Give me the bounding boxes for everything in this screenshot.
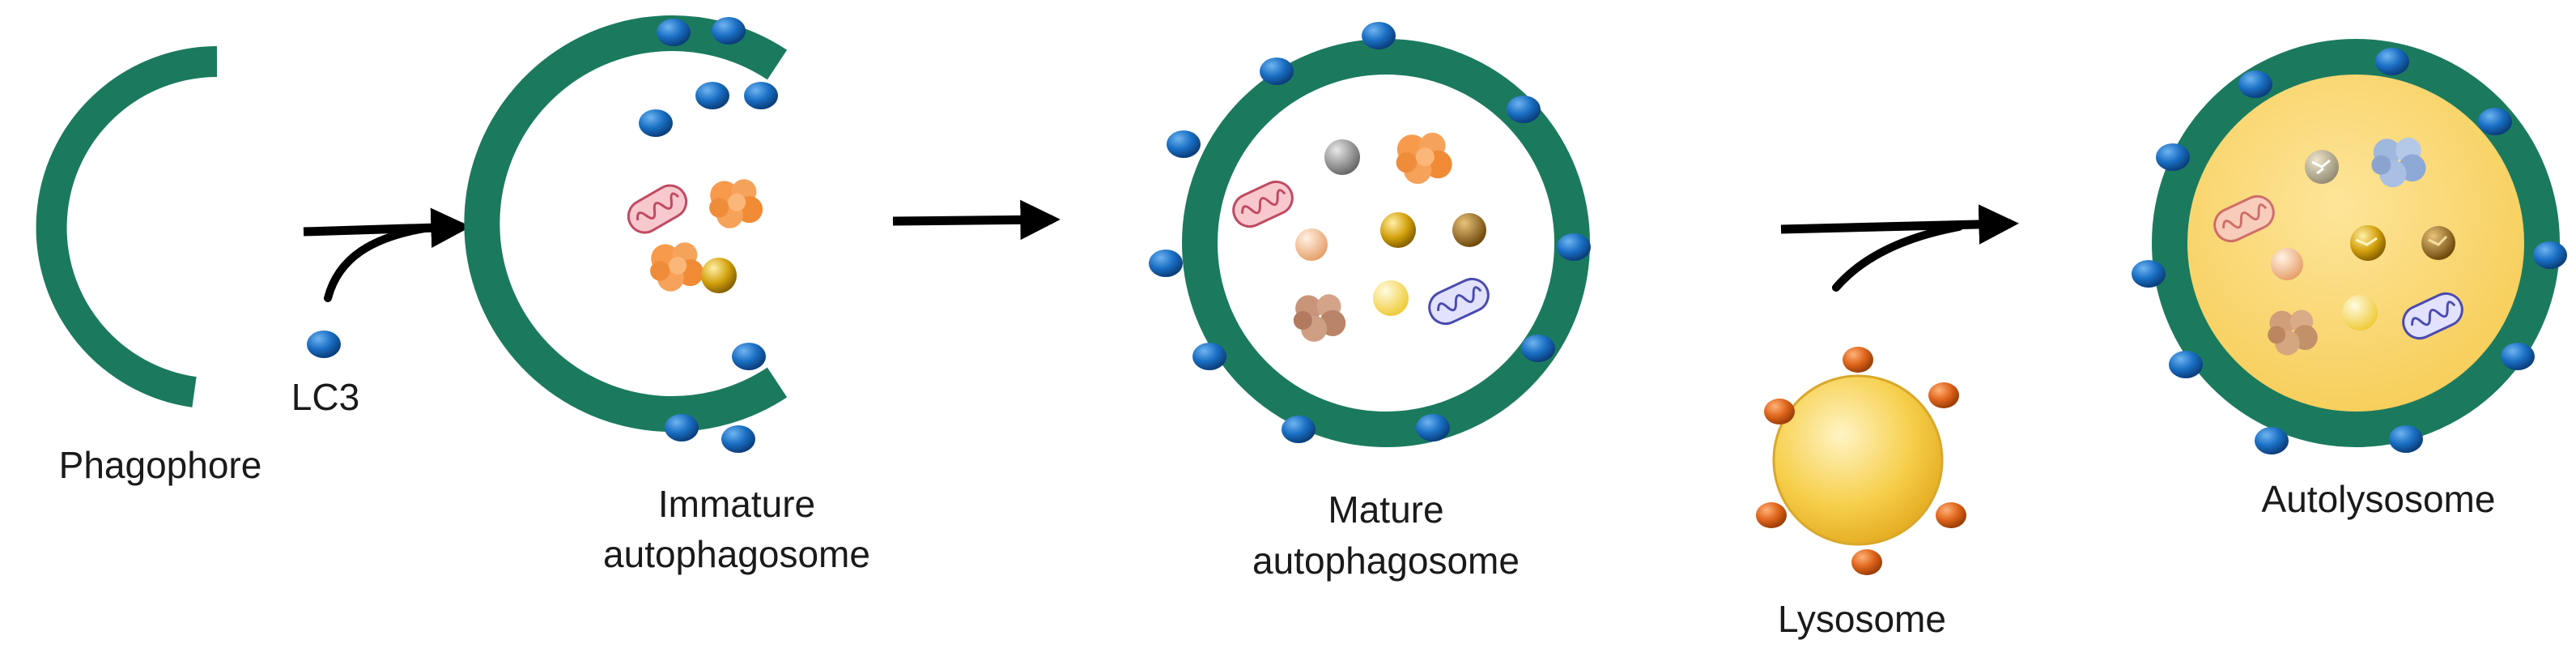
autolysosome-label: Autolysosome — [2262, 478, 2496, 520]
mature-autophagosome — [1149, 22, 1591, 447]
lysosome-proteins — [1756, 347, 1966, 575]
immature-cargo — [621, 178, 763, 293]
lysosome-label: Lysosome — [1778, 598, 1946, 640]
arrow-lc3-addition — [303, 207, 471, 302]
mature-label-line2: autophagosome — [1252, 540, 1520, 582]
lc3-protein — [307, 331, 341, 358]
immature-autophagosome — [464, 15, 788, 453]
autolysosome-cargo — [2208, 138, 2469, 356]
lysosome-body — [1772, 374, 1944, 546]
lc3-protein-ring — [1149, 22, 1591, 443]
lysosome — [1756, 347, 1966, 575]
autolysosome — [2132, 39, 2567, 454]
mature-cargo — [1226, 132, 1495, 342]
lc3-label: LC3 — [291, 376, 359, 418]
lc3-protein-cluster — [639, 17, 778, 453]
immature-membrane — [464, 15, 788, 432]
arrow-lysosome-fusion — [1780, 204, 2019, 292]
arrow-maturation — [892, 199, 1061, 241]
immature-label-line2: autophagosome — [603, 533, 870, 575]
phagophore-membrane — [36, 46, 218, 407]
lc3-protein-ring — [2132, 48, 2567, 454]
mature-label-line1: Mature — [1328, 488, 1443, 531]
phagophore — [36, 46, 218, 407]
immature-label-line1: Immature — [658, 483, 815, 525]
phagophore-label: Phagophore — [59, 444, 262, 486]
